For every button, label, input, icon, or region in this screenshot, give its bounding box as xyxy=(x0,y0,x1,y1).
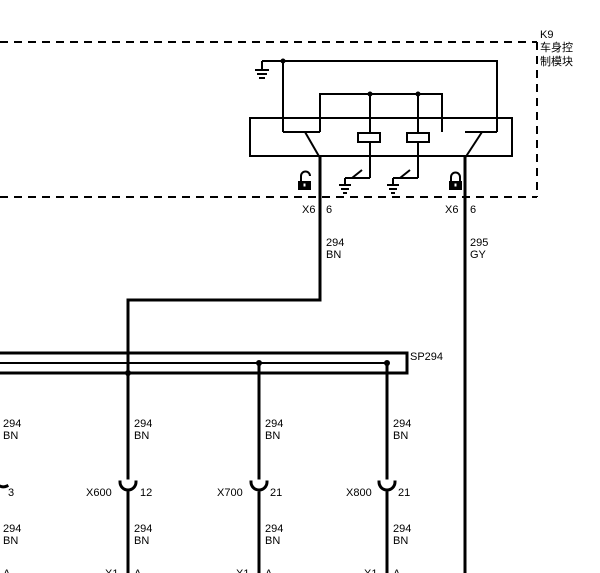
lower-connector-pin: 21 xyxy=(398,487,410,499)
module-name-line2: 制模块 xyxy=(540,55,573,68)
lower-label-circuit: 294 xyxy=(134,523,152,535)
wire-color-bn: BN xyxy=(326,249,341,261)
lower-label-circuit: 294 xyxy=(265,523,283,535)
ground-icon xyxy=(255,60,283,79)
connector-top-right: X6 xyxy=(445,204,458,216)
lower-label-color: BN xyxy=(134,535,149,547)
lower-label-color: BN xyxy=(3,535,18,547)
connector-top-left: X6 xyxy=(302,204,315,216)
lower-connector-pin: 21 xyxy=(270,487,282,499)
branch-label-color: BN xyxy=(393,430,408,442)
splice-label: SP294 xyxy=(410,351,443,363)
lower-label-color: BN xyxy=(265,535,280,547)
splice-bus xyxy=(0,351,409,376)
connector-top-right-pin: 6 xyxy=(470,204,476,216)
relay-coil-icon xyxy=(357,132,381,143)
branch-wires xyxy=(126,361,389,573)
lower-connector-name: X600 xyxy=(86,487,112,499)
module-id: K9 xyxy=(540,29,553,41)
bottom-connector: X1 xyxy=(364,568,377,573)
relay-internal-wiring xyxy=(249,58,513,178)
lower-connector-name: X700 xyxy=(217,487,243,499)
module-boundary xyxy=(0,41,538,198)
lower-connector-pin: 12 xyxy=(140,487,152,499)
lower-label-color: BN xyxy=(393,535,408,547)
module-name-line1: 车身控 xyxy=(540,40,573,54)
wire-label-294: 294 xyxy=(326,237,344,249)
lower-connector-name: X800 xyxy=(346,487,372,499)
bottom-connector: X1 xyxy=(105,568,118,573)
connector-top-left-pin: 6 xyxy=(326,204,332,216)
branch-label-color: BN xyxy=(3,430,18,442)
branch-label-color: BN xyxy=(265,430,280,442)
branch-label-circuit: 294 xyxy=(393,418,411,430)
wire-294 xyxy=(126,156,322,480)
lower-label-circuit: 294 xyxy=(393,523,411,535)
wire-color-gy: GY xyxy=(470,249,487,261)
bottom-pin: A xyxy=(265,568,273,573)
unlock-icon xyxy=(298,170,311,190)
connector-cup-icon xyxy=(0,480,397,492)
switch-icon xyxy=(387,169,418,194)
bottom-pin: A xyxy=(134,568,142,573)
bottom-pin: A xyxy=(393,568,401,573)
bottom-connector: X1 xyxy=(236,568,249,573)
branch-label-circuit: 294 xyxy=(265,418,283,430)
switch-icon xyxy=(339,169,370,194)
bottom-pin: A xyxy=(3,568,11,573)
relay-coil-icon xyxy=(406,132,430,143)
branch-label-circuit: 294 xyxy=(3,418,21,430)
lower-label-circuit: 294 xyxy=(3,523,21,535)
branch-label-color: BN xyxy=(134,430,149,442)
lower-connector-pin: 3 xyxy=(8,487,14,499)
branch-label-circuit: 294 xyxy=(134,418,152,430)
wire-label-295: 295 xyxy=(470,237,488,249)
lock-icon xyxy=(449,171,462,190)
